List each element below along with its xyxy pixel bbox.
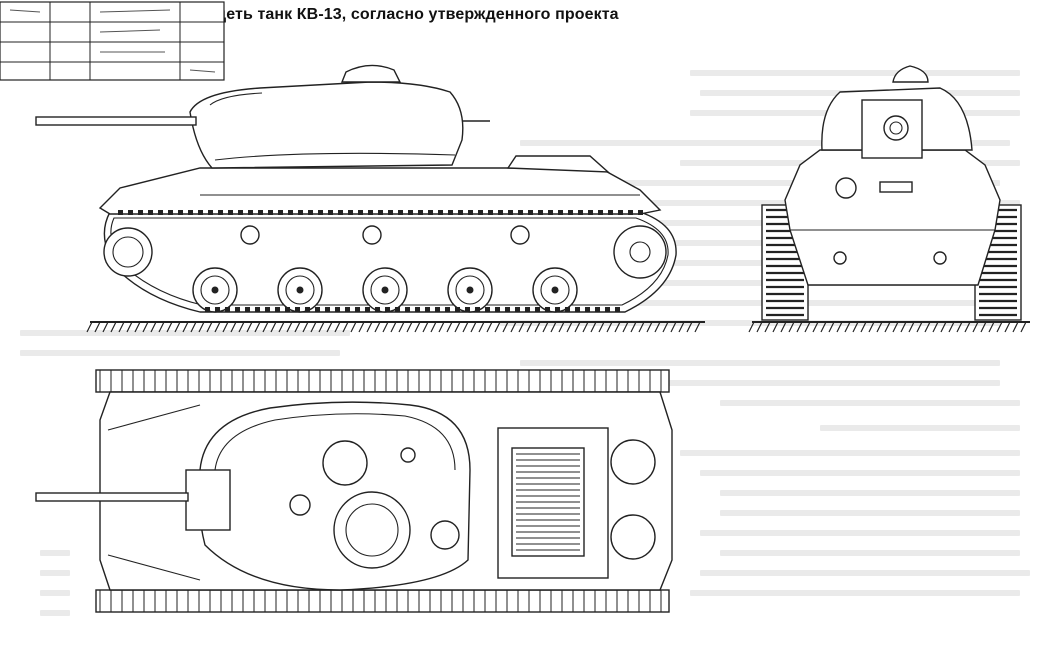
top-hatch — [610, 439, 656, 485]
side-hull — [98, 167, 662, 215]
top-cupola — [333, 491, 411, 569]
side-return-roller — [240, 225, 260, 245]
side-track-links — [118, 210, 643, 312]
top-gun-barrel — [35, 492, 189, 502]
side-ground — [86, 321, 705, 333]
side-turret — [189, 81, 464, 169]
side-view — [35, 64, 705, 333]
front-hull — [784, 149, 1001, 286]
top-gun-mantlet — [185, 469, 231, 531]
top-view — [35, 369, 673, 613]
side-return-roller — [362, 225, 382, 245]
side-gun-barrel — [35, 116, 197, 126]
side-idler-wheel — [103, 227, 153, 277]
top-track-lower — [95, 589, 670, 613]
top-hatch — [610, 514, 656, 560]
side-cupola — [340, 64, 402, 83]
front-cupola — [892, 65, 929, 83]
drawing-title-block — [0, 1, 225, 81]
top-commander-hatch — [322, 440, 368, 486]
side-return-roller — [510, 225, 530, 245]
top-turret — [198, 401, 471, 591]
side-drive-sprocket — [613, 225, 667, 279]
top-track-upper — [95, 369, 670, 393]
side-engine-deck — [506, 155, 610, 173]
top-periscope — [289, 494, 311, 516]
front-view — [748, 65, 1030, 333]
front-driver-vision — [835, 177, 857, 199]
side-road-wheels — [192, 267, 578, 313]
